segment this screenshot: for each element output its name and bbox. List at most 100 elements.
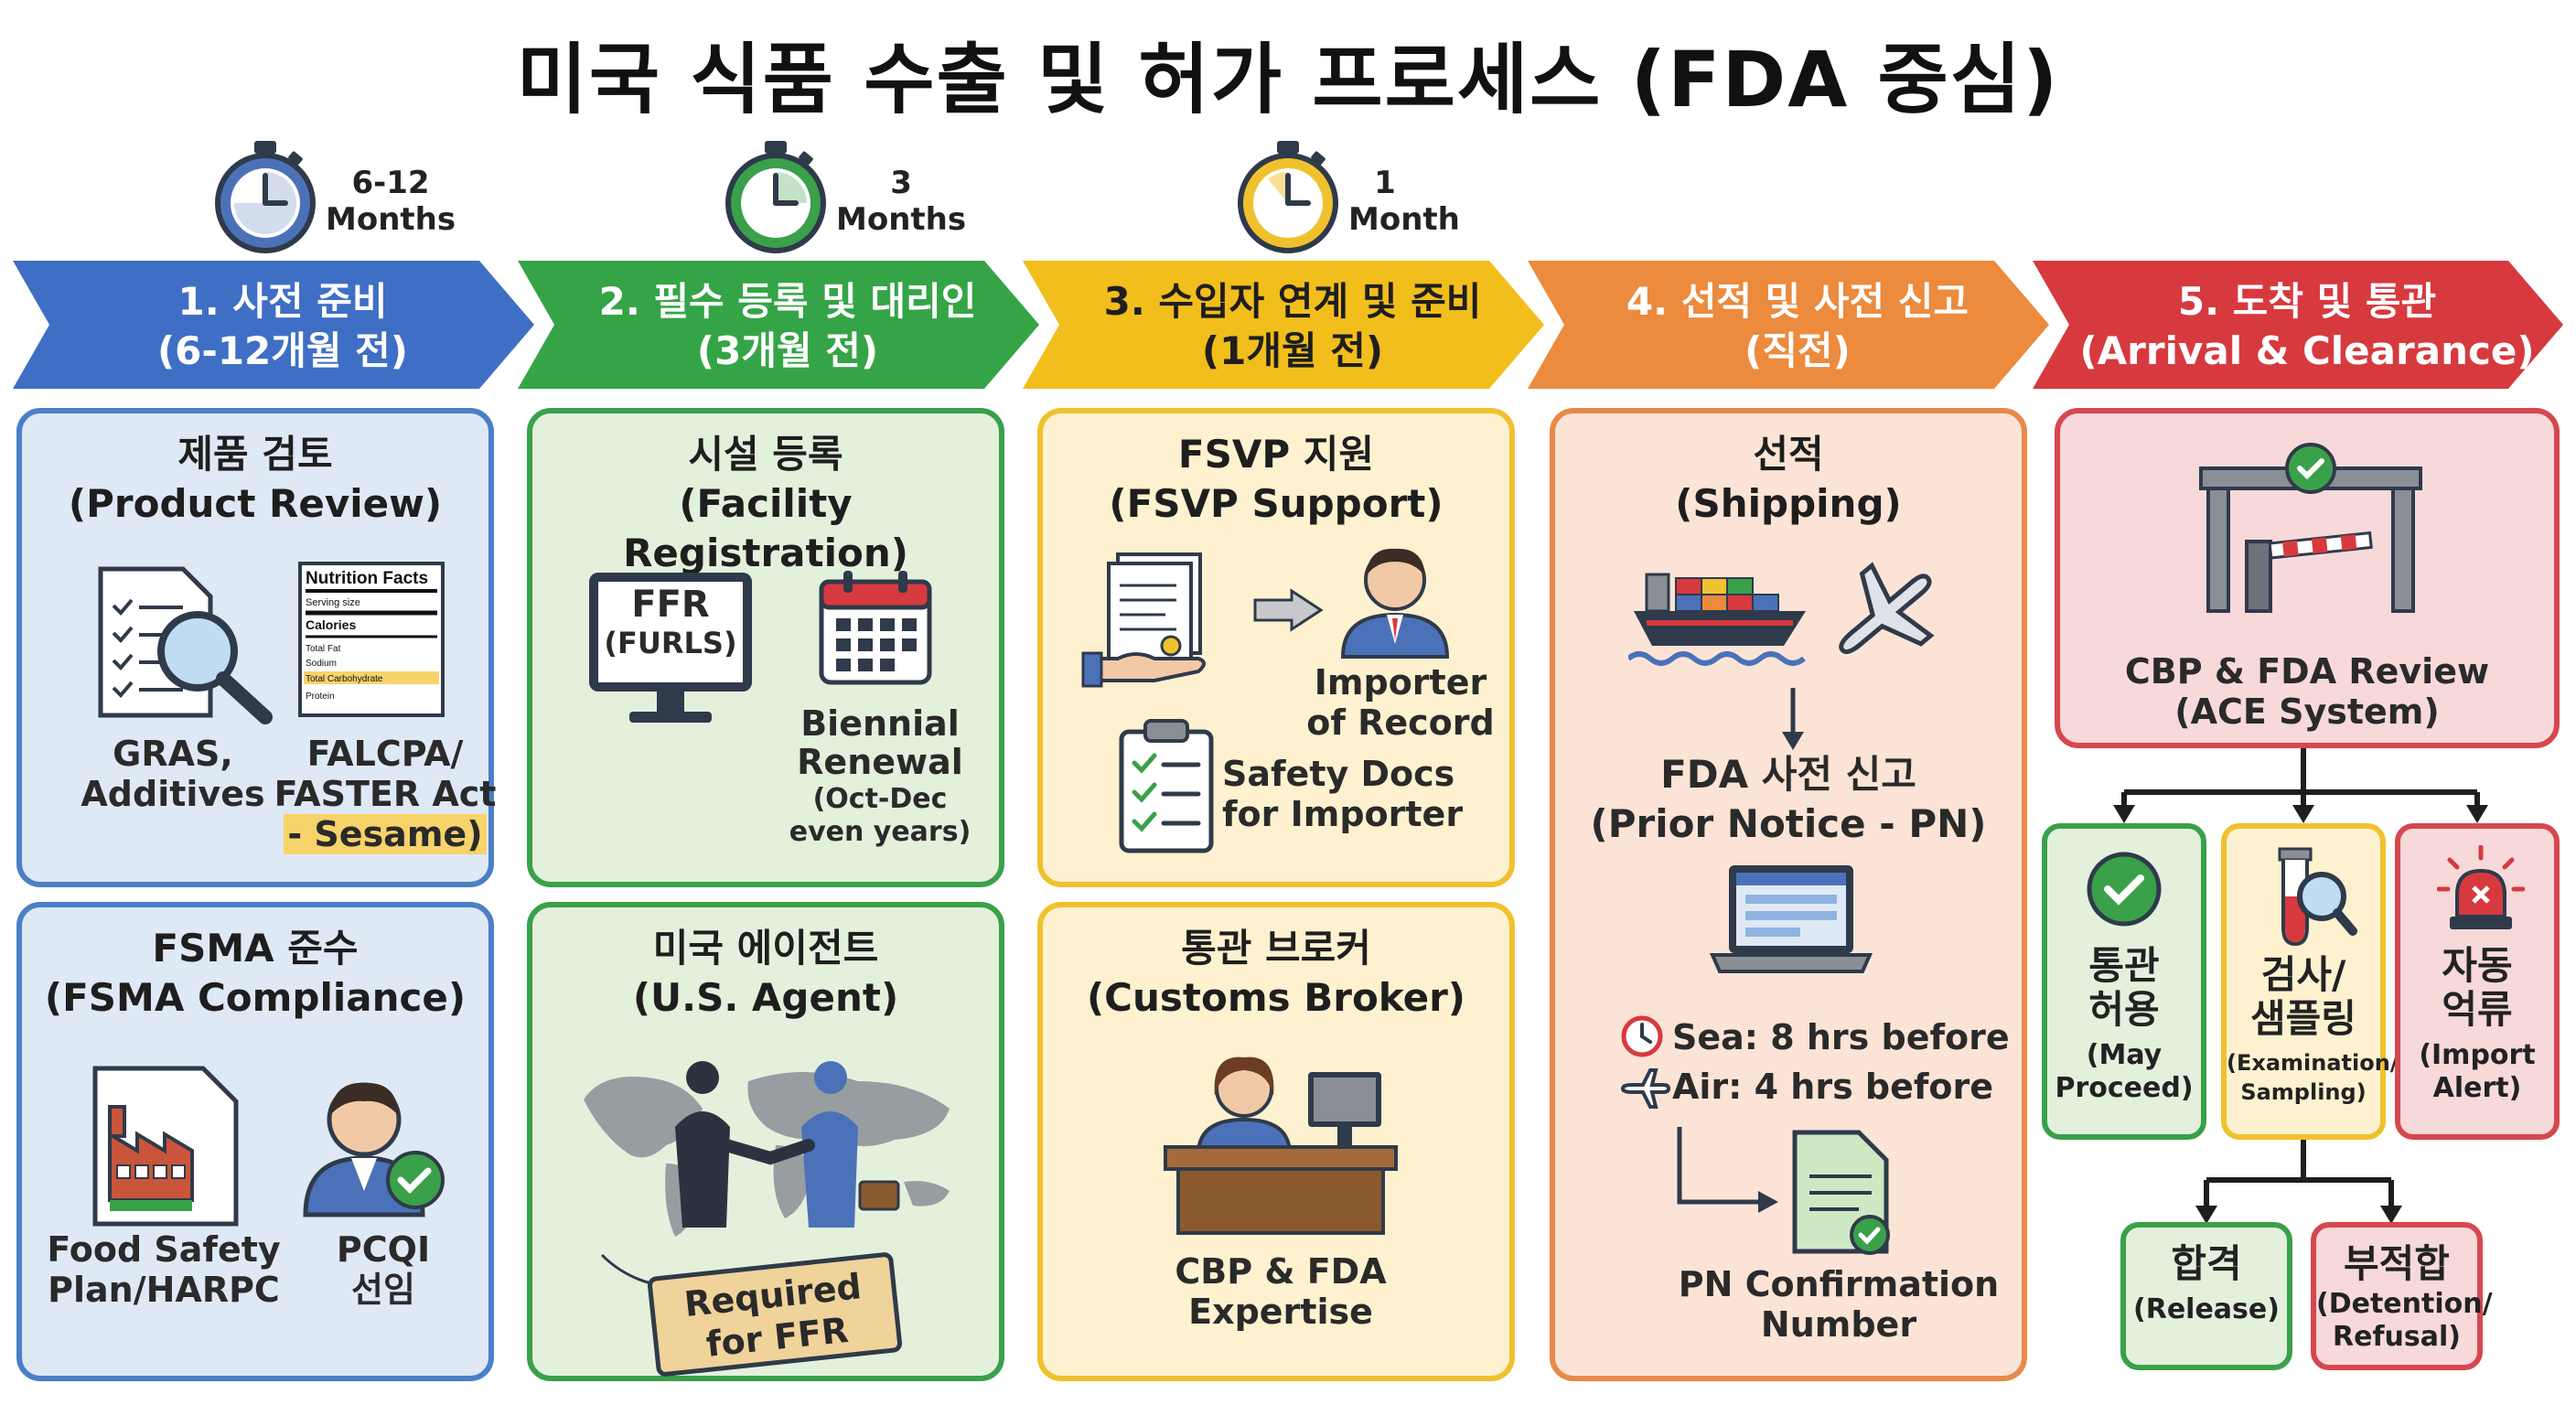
examination-box: 검사/ 샘플링 (Examination/ Sampling) [2221,823,2399,1140]
import-alert-box: 자동 억류 (Import Alert) [2395,823,2560,1140]
phase-1-chevron: 1. 사전 준비 (6-12개월 전) [13,261,534,389]
pn-confirmation-label: PN Confirmation Number [1678,1264,2000,1345]
broker-desk-icon [1164,1056,1398,1235]
phase-title: 2. 필수 등록 및 대리인 [598,279,977,324]
facility-registration-card: 시설 등록 (Facility Registration) FFR (FURLS… [527,408,1004,887]
prior-notice-title: FDA 사전 신고 (Prior Notice - PN) [1555,750,2022,849]
nutrition-row: Calories [306,617,356,632]
timer-label: 6-12 Months [326,165,456,238]
small-plane-icon [1620,1068,1670,1109]
page-title: 미국 식품 수출 및 허가 프로세스 (FDA 중심) [516,35,2060,124]
card-title-ko: FSMA 준수 [152,926,359,971]
card-title: 통관 브로커 (Customs Broker) [1043,924,1509,1023]
card-title-ko: 시설 등록 [688,432,843,477]
card-title: 미국 에이전트 (U.S. Agent) [532,924,999,1023]
card-title-ko: 통관 브로커 [1181,926,1371,971]
nutrition-label-icon: Nutrition Facts Serving size Calories To… [298,562,445,717]
timer-number: 1 [1374,165,1396,201]
stopwatch-icon [725,141,826,253]
chevron-shape [2033,261,2563,389]
refusal-box: 부적합 (Detention/ Refusal) [2311,1222,2493,1370]
may-proceed-box: 통관 허용 (May Proceed) [2042,823,2206,1140]
timer-1-month: 1 Month [1231,137,1533,256]
document-magnifier-icon [98,566,273,724]
card-title-ko: 제품 검토 [177,432,333,477]
stopwatch-icon [215,141,316,253]
chevron-shape [518,261,1039,389]
sesame-line: - Sesame) [262,814,509,854]
examination-en: (Examination/ Sampling) [2227,1050,2399,1105]
phase-4-label: 4. 선적 및 사전 신고 (직전) [1528,277,2058,376]
arrow-down-icon [1782,688,1804,750]
timer-6-12-months: 6-12 Months [209,137,510,256]
phase-title: 4. 선적 및 사전 신고 [1626,279,1970,324]
phase-5-label: 5. 도착 및 통관 (Arrival & Clearance) [2033,277,2572,376]
gras-additives-label: GRAS, Additives [80,734,265,814]
phase-timing: (3개월 전) [696,328,879,373]
release-ko: 합격 [2171,1241,2242,1286]
phase-2-chevron: 2. 필수 등록 및 대리인 (3개월 전) [518,261,1039,389]
sesame-highlight: - Sesame) [284,814,487,854]
sea-notice-time: Sea: 8 hrs before [1672,1017,2010,1057]
cbp-fda-review-card: CBP & FDA Review (ACE System) [2055,408,2560,748]
timer-label: 3 Months [836,165,966,238]
card-title-ko: FSVP 지원 [1177,432,1375,477]
alarm-light-icon [2437,845,2525,929]
monitor-icon [589,573,752,723]
test-tube-magnifier-icon [2278,847,2357,947]
card-title-en: (FSVP Support) [1109,481,1444,526]
may-proceed-ko: 통관 허용 [2088,943,2160,1032]
card-title-en: (Customs Broker) [1086,975,1465,1020]
chevron-shape [13,261,534,389]
air-notice-time: Air: 4 hrs before [1672,1067,1994,1107]
nutrition-row: Protein [306,692,335,702]
review-line-2: (ACE System) [2174,692,2440,732]
card-title-ko: 선적 [1753,432,1824,477]
release-box: 합격 (Release) [2120,1222,2292,1370]
documents-hand-icon [1081,552,1206,688]
phase-3-label: 3. 수입자 연계 및 준비 (1개월 전) [1023,277,1553,376]
world-map-handshake-icon [584,1061,950,1237]
person-check-icon [303,1082,445,1217]
refusal-ko: 부적합 [2344,1241,2450,1286]
product-review-card: 제품 검토 (Product Review) Nutrition Facts S… [16,408,496,887]
ffr-text: FFR [631,584,710,626]
biennial-line: Biennial [800,703,960,744]
card-title-en: (Shipping) [1675,481,1902,526]
check-circle-icon [2087,852,2162,927]
falcpa-label: FALCPA/ FASTER Act - Sesame) [262,734,509,854]
prior-notice-ko: FDA 사전 신고 [1660,752,1916,797]
faster-act-line: FASTER Act [274,774,497,814]
clock-icon [1621,1015,1663,1057]
card-title: FSMA 준수 (FSMA Compliance) [22,924,488,1023]
nutrition-row: Total Fat [306,644,341,654]
card-title-en: (FSMA Compliance) [44,975,467,1020]
nutrition-label-title: Nutrition Facts [306,569,428,588]
shipping-card: 선적 (Shipping) FDA 사전 신고 (Prior Notice - … [1550,408,2027,1381]
refusal-en: (Detention/ Refusal) [2316,1288,2493,1353]
nutrition-row: Serving size [306,597,360,608]
us-agent-card: 미국 에이전트 (U.S. Agent) Required for FFR [527,902,1004,1381]
timer-number: 3 [890,165,912,201]
phase-1-label: 1. 사전 준비 (6-12개월 전) [13,277,543,376]
phase-timing: (6-12개월 전) [156,328,409,373]
card-title-en: (U.S. Agent) [632,975,899,1020]
timer-3-months: 3 Months [719,137,1021,256]
biennial-renewal-label: Biennial Renewal (Oct-Dec even years) [770,704,990,849]
fsvp-support-card: FSVP 지원 (FSVP Support) Importer of Recor… [1037,408,1515,887]
examination-ko: 검사/ 샘플링 [2250,952,2356,1041]
falcpa-line: FALCPA/ [306,734,464,774]
pcqi-label: PCQI 선임 [336,1229,431,1310]
confirmation-document-icon [1792,1130,1890,1255]
phase-4-chevron: 4. 선적 및 사전 신고 (직전) [1528,261,2049,389]
fsma-compliance-card: FSMA 준수 (FSMA Compliance) Food Safety Pl… [16,902,494,1381]
card-title: FSVP 지원 (FSVP Support) [1043,430,1509,529]
cargo-ship-icon [1628,573,1806,666]
nutrition-row: Total Carbohydrate [306,674,383,684]
timer-unit: Months [326,201,456,238]
cbp-fda-review-label: CBP & FDA Review (ACE System) [2060,651,2554,732]
elbow-arrow-icon [1677,1127,1778,1213]
card-title-en: (Facility Registration) [623,481,908,575]
airplane-icon [1839,562,1935,654]
